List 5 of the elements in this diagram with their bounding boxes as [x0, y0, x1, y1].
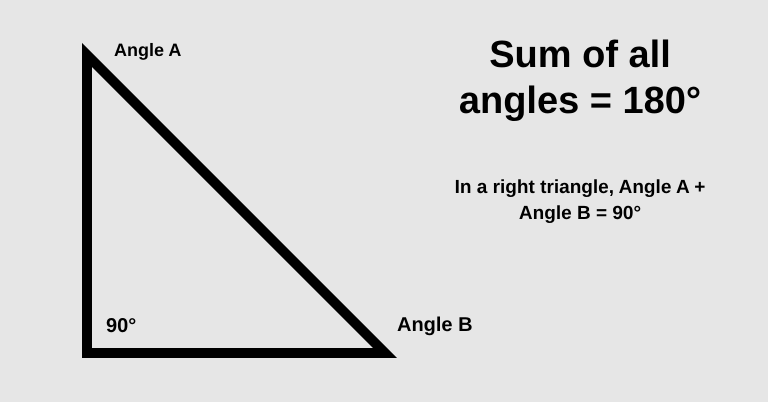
- note-text: In a right triangle, Angle A + Angle B = 90°: [454, 176, 706, 226]
- angle-label: Angle A: [114, 40, 182, 61]
- angle-label: 90°: [106, 315, 136, 338]
- title: Sum of all angles = 180°: [458, 33, 702, 124]
- angle-label: Angle B: [397, 314, 473, 337]
